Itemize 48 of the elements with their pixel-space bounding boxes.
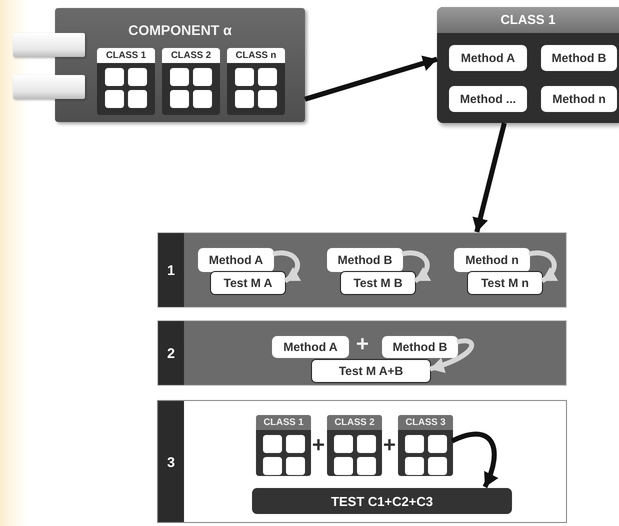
plus-sign: + bbox=[356, 333, 369, 355]
test-box: Test M B bbox=[340, 271, 416, 295]
step-band bbox=[157, 232, 567, 308]
class-card bbox=[162, 48, 220, 115]
method-box: Method B bbox=[541, 45, 617, 71]
class-label: CLASS 1 bbox=[256, 415, 311, 430]
arrow bbox=[402, 250, 432, 284]
method-box: Method B bbox=[327, 248, 403, 272]
plus-sign: + bbox=[383, 434, 396, 456]
arrow bbox=[272, 250, 302, 284]
class-label: CLASS 1 bbox=[97, 48, 155, 63]
method-box: Method n bbox=[541, 86, 617, 112]
test-bar: TEST C1+C2+C3 bbox=[252, 488, 512, 514]
class-card bbox=[97, 48, 155, 115]
arrow bbox=[528, 250, 558, 284]
class-label: CLASS 2 bbox=[327, 415, 382, 430]
method-box: Method A bbox=[272, 336, 349, 358]
step-number: 1 bbox=[158, 233, 184, 307]
method-box: Method A bbox=[449, 45, 527, 71]
method-box: Method n bbox=[454, 248, 530, 272]
method-box: Method ... bbox=[449, 86, 527, 112]
test-box: Test M A bbox=[210, 271, 286, 295]
test-box: Test M A+B bbox=[311, 359, 431, 383]
plus-sign: + bbox=[312, 434, 325, 456]
arrow bbox=[429, 338, 474, 373]
component-box bbox=[55, 8, 305, 122]
test-box: Test M n bbox=[467, 271, 543, 295]
class-card bbox=[227, 48, 285, 115]
method-box: Method B bbox=[382, 336, 458, 358]
class-label: CLASS 3 bbox=[398, 415, 453, 430]
step-number: 2 bbox=[158, 321, 184, 385]
step-band bbox=[157, 320, 567, 386]
class-label: CLASS n bbox=[227, 48, 285, 63]
class-label: CLASS 2 bbox=[162, 48, 220, 63]
step-band bbox=[157, 400, 567, 523]
class-panel bbox=[437, 7, 619, 123]
method-box: Method A bbox=[198, 248, 274, 272]
arrow bbox=[451, 432, 498, 488]
component-title: COMPONENT α bbox=[127, 22, 233, 38]
class-card bbox=[327, 415, 382, 476]
class-panel-header: CLASS 1 bbox=[437, 7, 619, 33]
interface-tab bbox=[13, 33, 85, 57]
interface-tab bbox=[13, 75, 85, 99]
class-card bbox=[398, 415, 453, 476]
step-number: 3 bbox=[158, 401, 184, 522]
class-card bbox=[256, 415, 311, 476]
arrow bbox=[472, 122, 507, 233]
arrow bbox=[304, 56, 438, 102]
